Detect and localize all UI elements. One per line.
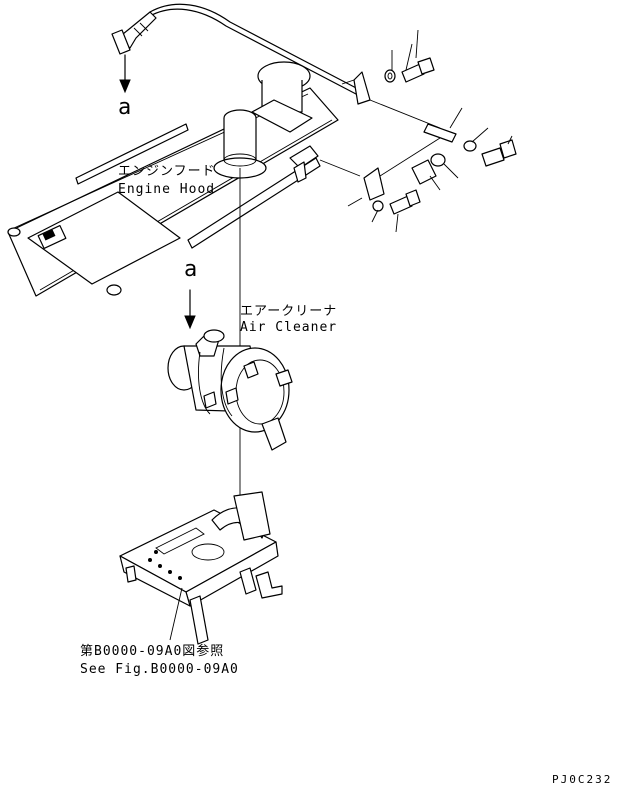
air-cleaner-label-jp: エアークリーナ xyxy=(240,304,338,319)
air-cleaner-label-en: Air Cleaner xyxy=(240,320,338,335)
drawing-code: PJ0C232 xyxy=(552,773,613,786)
arrow-a-top xyxy=(119,54,131,94)
fastener-hardware xyxy=(319,29,517,233)
marker-a-mid: a xyxy=(184,257,198,282)
reference-leader-line xyxy=(169,587,183,641)
marker-a-top: a xyxy=(118,95,132,120)
reference-label-jp: 第B0000-09A0図参照 xyxy=(80,644,225,659)
engine-hood-label-en: Engine Hood xyxy=(118,182,216,197)
hose-pipe xyxy=(111,3,361,95)
mounting-frame xyxy=(119,491,283,645)
arrow-a-mid xyxy=(184,289,196,330)
engine-hood xyxy=(7,61,339,297)
engine-hood-label-jp: エンジンフード xyxy=(118,164,216,179)
air-cleaner xyxy=(167,329,293,451)
reference-label-en: See Fig.B0000-09A0 xyxy=(80,662,239,677)
